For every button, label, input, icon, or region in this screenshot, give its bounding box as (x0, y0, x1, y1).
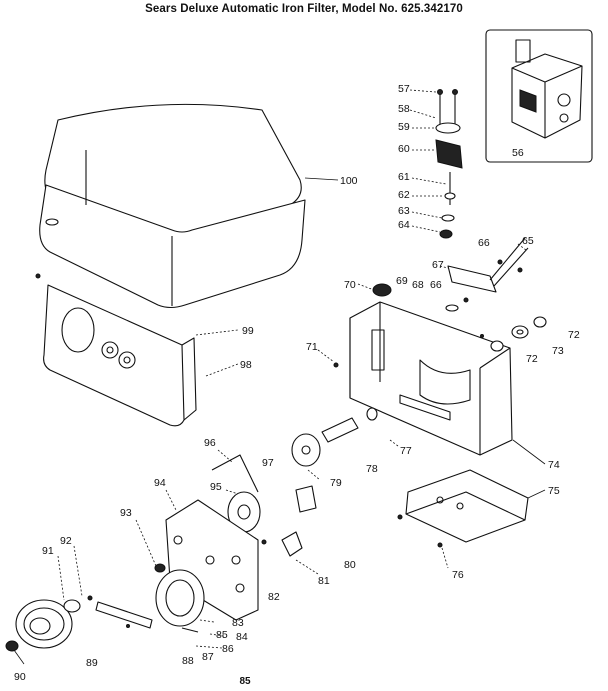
inset-motor-part-56 (485, 29, 593, 163)
callout-83: 83 (232, 617, 244, 629)
diagram-title: Sears Deluxe Automatic Iron Filter, Mode… (145, 3, 463, 15)
callout-labels: 57 58 59 60 61 62 63 64 56 100 66 65 67 … (14, 83, 580, 683)
callout-65: 65 (522, 235, 534, 247)
callout-98: 98 (240, 359, 252, 371)
callout-95: 95 (210, 481, 222, 493)
callout-70: 70 (344, 279, 356, 291)
callout-87: 87 (202, 651, 214, 663)
callout-86: 86 (222, 643, 234, 655)
callout-62: 62 (398, 189, 410, 201)
callout-89: 89 (86, 657, 98, 669)
callout-76: 76 (452, 569, 464, 581)
front-panel-part-99 (35, 273, 197, 427)
callout-56: 56 (512, 147, 524, 159)
callout-60: 60 (398, 143, 410, 155)
bracket-parts-65-68 (445, 237, 529, 312)
chassis-part-74 (333, 301, 513, 456)
callout-91: 91 (42, 545, 54, 557)
motor-area-parts-95-97 (211, 454, 317, 557)
knob-part-70 (372, 283, 392, 297)
callout-99: 99 (242, 325, 254, 337)
callout-74: 74 (548, 459, 560, 471)
callout-84: 84 (236, 631, 248, 643)
callout-66a: 66 (478, 237, 490, 249)
callout-61: 61 (398, 171, 410, 183)
callout-77: 77 (400, 445, 412, 457)
callout-63: 63 (398, 205, 410, 217)
callout-71: 71 (306, 341, 318, 353)
callout-93: 93 (120, 507, 132, 519)
callout-94: 94 (154, 477, 166, 489)
callout-66b: 66 (430, 279, 442, 291)
callout-97: 97 (262, 457, 274, 469)
callout-75: 75 (548, 485, 560, 497)
dial-knob-parts-89-92 (5, 595, 93, 652)
discs-parts-72-73 (480, 316, 547, 352)
callout-64: 64 (398, 219, 410, 231)
base-plate-part-75 (397, 469, 529, 548)
callout-78: 78 (366, 463, 378, 475)
callout-68: 68 (412, 279, 424, 291)
callout-90: 90 (14, 671, 26, 683)
callout-88: 88 (182, 655, 194, 667)
callout-80: 80 (344, 559, 356, 571)
callout-73: 73 (552, 345, 564, 357)
cover-part-100 (39, 103, 306, 309)
gear-assembly-parts-83-88 (95, 563, 205, 633)
callout-72a: 72 (568, 329, 580, 341)
small-parts-stack-57-64 (435, 89, 463, 239)
callout-100: 100 (340, 175, 358, 187)
callout-81: 81 (318, 575, 330, 587)
page-number: 85 (239, 676, 251, 687)
callout-57: 57 (398, 83, 410, 95)
callout-85: 85 (216, 629, 228, 641)
callout-58: 58 (398, 103, 410, 115)
callout-69: 69 (396, 275, 408, 287)
leader-lines (13, 89, 546, 665)
shaft-parts-77-79 (291, 407, 378, 467)
callout-82: 82 (268, 591, 280, 603)
callout-59: 59 (398, 121, 410, 133)
callout-96: 96 (204, 437, 216, 449)
callout-67: 67 (432, 259, 444, 271)
callout-72b: 72 (526, 353, 538, 365)
callout-79: 79 (330, 477, 342, 489)
callout-92: 92 (60, 535, 72, 547)
